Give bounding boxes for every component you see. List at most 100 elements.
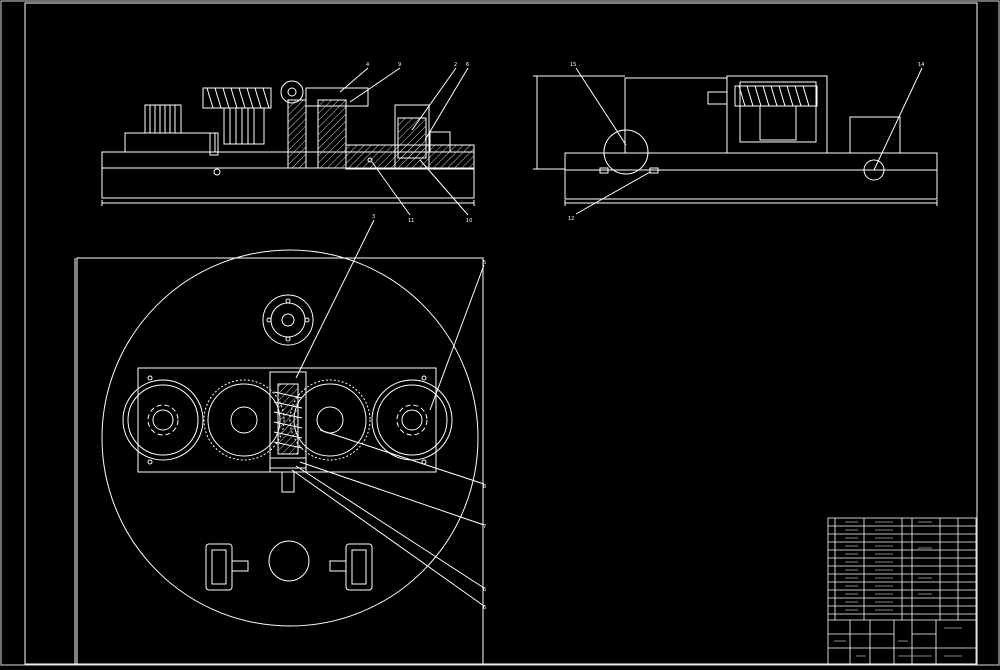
leader-front-4 xyxy=(339,67,369,93)
front-handwheel-hub xyxy=(287,87,297,97)
side-worm-thread xyxy=(738,85,810,107)
plan-left-pulley-rim xyxy=(127,384,199,456)
plan-left-gear-teeth xyxy=(203,379,285,461)
leader-front-6 xyxy=(424,67,469,141)
balloon-side-14: 14 xyxy=(918,62,924,68)
plan-top-hub-outer xyxy=(262,294,314,346)
plan-worm-thread xyxy=(273,391,303,449)
plan-center-boss xyxy=(268,540,310,582)
leader-side-14 xyxy=(873,67,923,171)
plan-right-handle xyxy=(345,543,373,591)
leader-side-12 xyxy=(575,171,651,215)
title-block-columns xyxy=(834,518,959,620)
side-base-plate xyxy=(564,152,938,200)
plan-right-spline xyxy=(396,404,428,436)
balloon-front-9: 9 xyxy=(398,62,401,68)
plan-right-handle-inner xyxy=(351,549,367,585)
side-foot xyxy=(863,159,885,181)
front-pin xyxy=(367,157,373,163)
front-handwheel xyxy=(280,80,304,104)
leader-plan-6b xyxy=(291,469,485,607)
balloon-side-15: 15 xyxy=(570,62,576,68)
title-block-lower xyxy=(828,620,976,664)
balloon-side-12: 12 xyxy=(568,216,574,222)
side-view xyxy=(533,67,938,215)
front-left-pulley xyxy=(144,104,182,134)
plan-left-pulley-outer xyxy=(122,379,204,461)
leader-front-9 xyxy=(349,67,401,103)
leader-front-11 xyxy=(371,161,411,216)
balloon-plan-7: 7 xyxy=(483,524,486,530)
leader-plan-7 xyxy=(299,461,485,526)
front-left-housing xyxy=(124,132,216,153)
plan-worm-shaft xyxy=(281,471,295,493)
plan-right-pulley-outer xyxy=(371,379,453,461)
front-cap xyxy=(305,87,369,107)
plan-right-gear-bore xyxy=(316,406,344,434)
side-housing xyxy=(624,77,728,154)
plan-base-square xyxy=(76,257,484,665)
front-bolt xyxy=(209,132,219,156)
plan-turntable-circle xyxy=(101,249,479,627)
front-balloons: 4 9 2 6 11 10 xyxy=(366,62,472,224)
front-right-block-hatch xyxy=(397,117,427,159)
plan-balloons: 3 5 8 7 6 6 xyxy=(372,214,486,611)
front-right-block xyxy=(394,104,430,170)
plan-hub-bolt-4 xyxy=(304,317,310,323)
side-balloons: 15 14 12 xyxy=(568,62,924,222)
title-block xyxy=(827,517,977,665)
plan-plate-hole-3 xyxy=(147,459,153,465)
plan-left-handle-inner xyxy=(211,549,227,585)
front-worm-thread xyxy=(206,87,270,109)
plan-hub-bolt-3 xyxy=(266,317,272,323)
plan-left-gear xyxy=(207,383,281,457)
plan-top-hub-bore xyxy=(281,313,295,327)
balloon-front-6: 6 xyxy=(466,62,469,68)
plan-right-pulley-rim xyxy=(376,384,448,456)
balloon-front-2: 2 xyxy=(454,62,457,68)
balloon-front-4: 4 xyxy=(366,62,369,68)
front-mid-pulley-ribs xyxy=(229,108,255,144)
inner-frame xyxy=(24,2,978,665)
balloon-front-11: 11 xyxy=(408,218,414,224)
plan-view xyxy=(74,219,485,665)
plan-worm-housing xyxy=(269,371,307,469)
leader-plan-5 xyxy=(429,264,485,411)
leader-side-15 xyxy=(575,67,627,146)
front-bolt-head xyxy=(213,168,221,176)
balloon-front-10: 10 xyxy=(466,218,472,224)
leader-plan-8 xyxy=(319,429,485,485)
side-pad-left xyxy=(599,167,609,174)
side-pad-right xyxy=(649,167,659,174)
front-right-boss xyxy=(429,131,451,153)
leader-front-10 xyxy=(419,159,469,216)
front-column-left xyxy=(287,99,307,169)
plan-right-gear xyxy=(293,383,367,457)
plan-left-handle xyxy=(205,543,233,591)
balloon-plan-8: 8 xyxy=(483,484,486,490)
balloon-plan-6a: 6 xyxy=(483,587,486,593)
side-gear-box-inner xyxy=(739,81,817,143)
side-pulley xyxy=(759,105,797,141)
balloon-plan-6b: 6 xyxy=(483,605,486,611)
plan-top-hub-inner xyxy=(270,302,306,338)
side-right-block xyxy=(849,116,901,154)
side-gear-box xyxy=(726,75,828,154)
balloon-plan-3: 3 xyxy=(372,214,375,220)
leader-plan-6a xyxy=(295,465,485,589)
plan-left-bore xyxy=(152,409,174,431)
side-wheel xyxy=(603,129,649,175)
front-column-center xyxy=(317,99,347,169)
plan-plate-hole-2 xyxy=(421,375,427,381)
plan-left-spline xyxy=(147,404,179,436)
plan-worm-bearing xyxy=(269,457,307,473)
title-block-fill-marks xyxy=(834,521,962,657)
plan-plate-hole-1 xyxy=(147,375,153,381)
front-worm-screw xyxy=(202,87,272,109)
balloon-plan-5: 5 xyxy=(483,260,486,266)
plan-left-gear-bore xyxy=(230,406,258,434)
side-shaft-stub xyxy=(707,91,728,105)
plan-right-handle-arm xyxy=(329,560,347,572)
